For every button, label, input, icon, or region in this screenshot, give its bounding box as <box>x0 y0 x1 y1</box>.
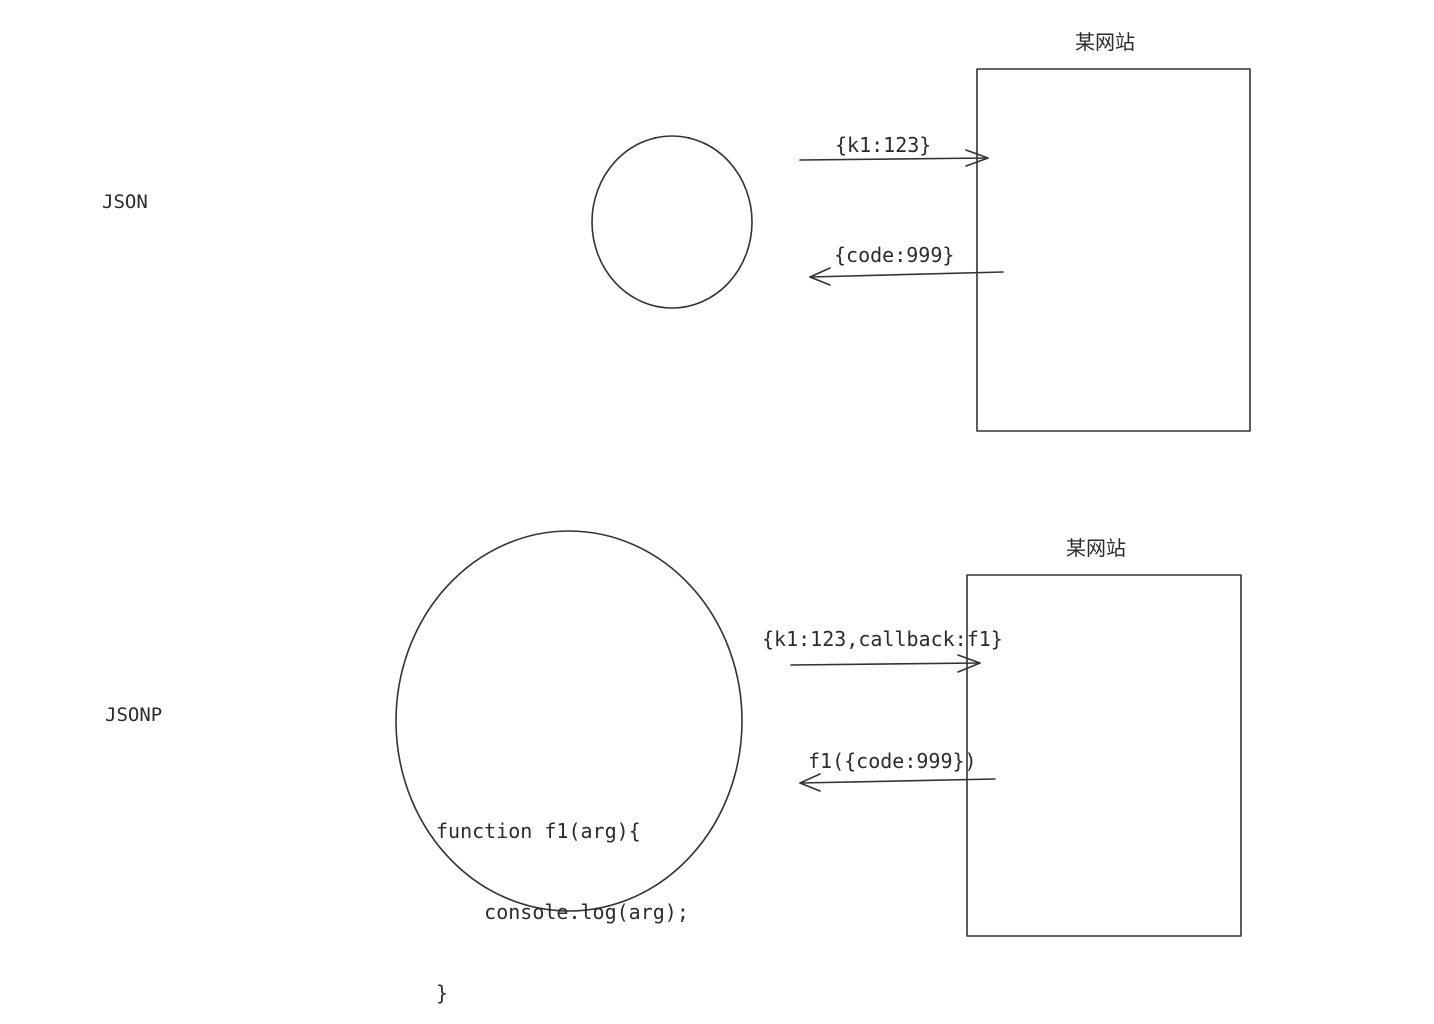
json-response-arrow <box>809 267 1004 286</box>
json-response-message: {code:999} <box>834 243 955 267</box>
jsonp-request-message: {k1:123,callback:f1} <box>762 627 1003 651</box>
jsonp-response-message: f1({code:999}) <box>808 749 977 773</box>
jsonp-response-arrow <box>799 773 996 792</box>
code-line: console.log(arg); <box>436 900 689 924</box>
json-section-label: JSON <box>102 191 148 213</box>
json-client-circle <box>591 135 753 309</box>
json-request-message: {k1:123} <box>835 133 932 157</box>
json-website-title: 某网站 <box>1075 30 1135 54</box>
code-line: } <box>436 981 449 1005</box>
jsonp-website-box <box>966 574 1242 937</box>
jsonp-section-label: JSONP <box>105 704 163 726</box>
jsonp-client-circle <box>395 530 743 912</box>
json-website-box <box>976 68 1251 432</box>
jsonp-callback-code: function f1(arg){ console.log(arg); } <box>436 764 689 1024</box>
jsonp-request-arrow <box>790 654 981 673</box>
jsonp-website-title: 某网站 <box>1066 536 1126 560</box>
json-request-arrow <box>799 149 989 167</box>
code-line: function f1(arg){ <box>436 819 641 843</box>
